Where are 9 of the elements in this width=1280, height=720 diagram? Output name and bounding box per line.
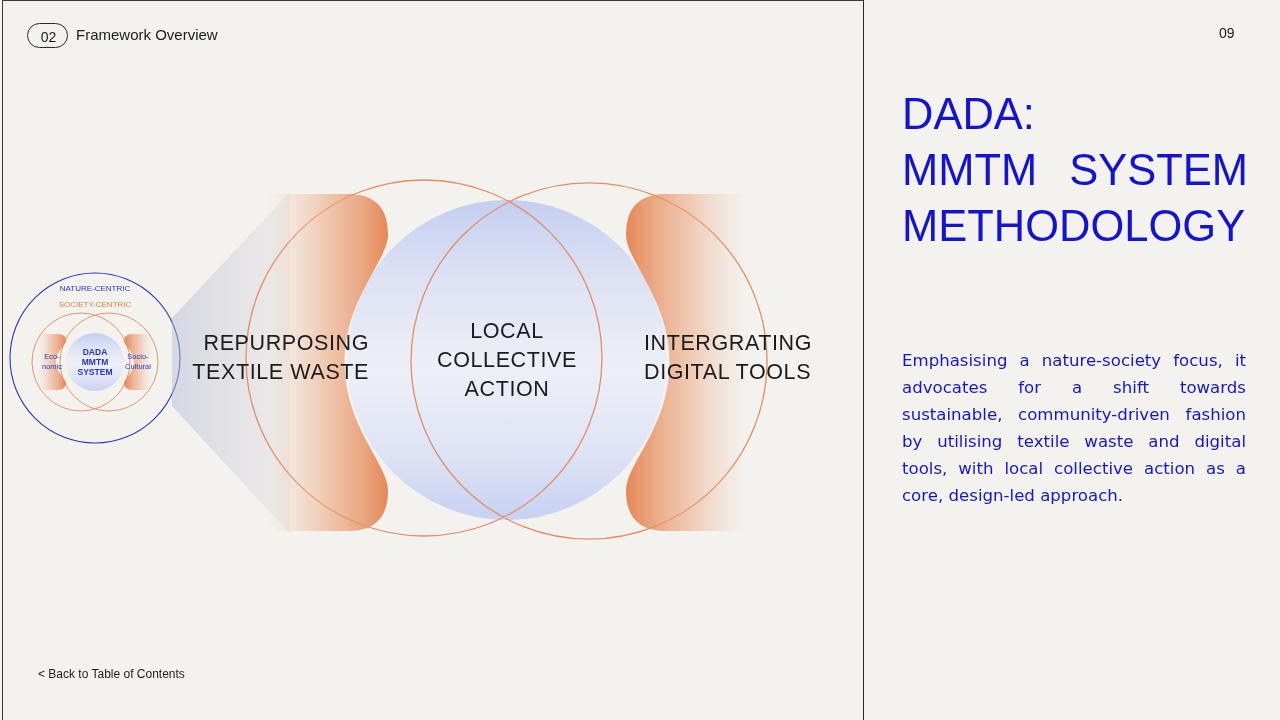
page-number: 09: [1219, 25, 1235, 41]
section-title: Framework Overview: [76, 26, 218, 43]
ring-label: SOCIETY-CENTRIC: [57, 300, 133, 310]
slide-title: DADA: MMTM SYSTEM METHODOLOGY: [902, 89, 1248, 252]
back-link: < Back to Table of Contents: [38, 667, 185, 681]
venn-circle: DADA MMTM SYSTEM: [66, 333, 124, 391]
venn-rings: [29, 300, 161, 412]
description-text: Emphasising a nature-society focus, it advocates for a shift towards sustainable, community-driven fashion by utilising textile waste and digital tools, with local collective action as a core, design-led approach.: [902, 350, 1246, 507]
ring-label: NATURE-CENTRIC: [58, 284, 132, 294]
